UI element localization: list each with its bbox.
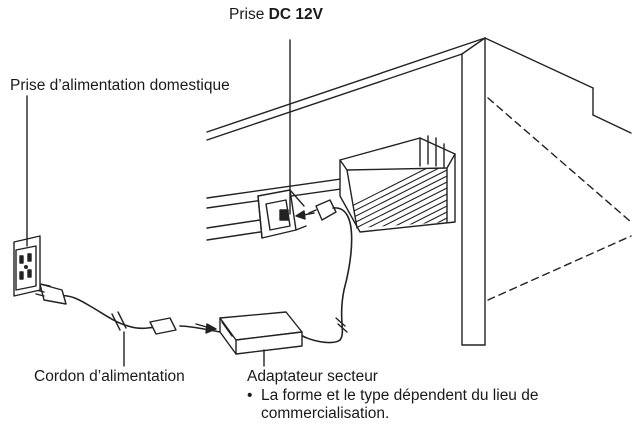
note-line-1: La forme et le type dépendent du lieu de <box>261 387 539 404</box>
wall-outlet-label: Prise d’alimentation domestique <box>10 77 230 94</box>
note-bullet: • <box>247 387 253 404</box>
pedal-box <box>339 135 456 233</box>
dc-cable <box>299 199 353 344</box>
adapter-note: • La forme et le type dépendent du lieu d… <box>247 387 538 423</box>
dc-jack-label-name: DC 12V <box>268 6 323 23</box>
dc-jack-housing <box>257 189 307 239</box>
dc-plug-arrow <box>295 210 315 220</box>
note-line-2: commercialisation. <box>261 405 390 422</box>
ac-adapter <box>219 311 303 355</box>
piano-body <box>206 37 632 346</box>
wall-outlet <box>13 235 41 297</box>
ac-adapter-label: Adaptateur secteur <box>247 368 378 385</box>
power-cord-label: Cordon d’alimentation <box>34 368 185 385</box>
dc-jack-label-prefix: Prise <box>229 6 265 23</box>
power-cord <box>35 283 221 335</box>
dc-jack-label: Prise DC 12V <box>229 6 323 24</box>
hidden-edges <box>487 97 632 301</box>
